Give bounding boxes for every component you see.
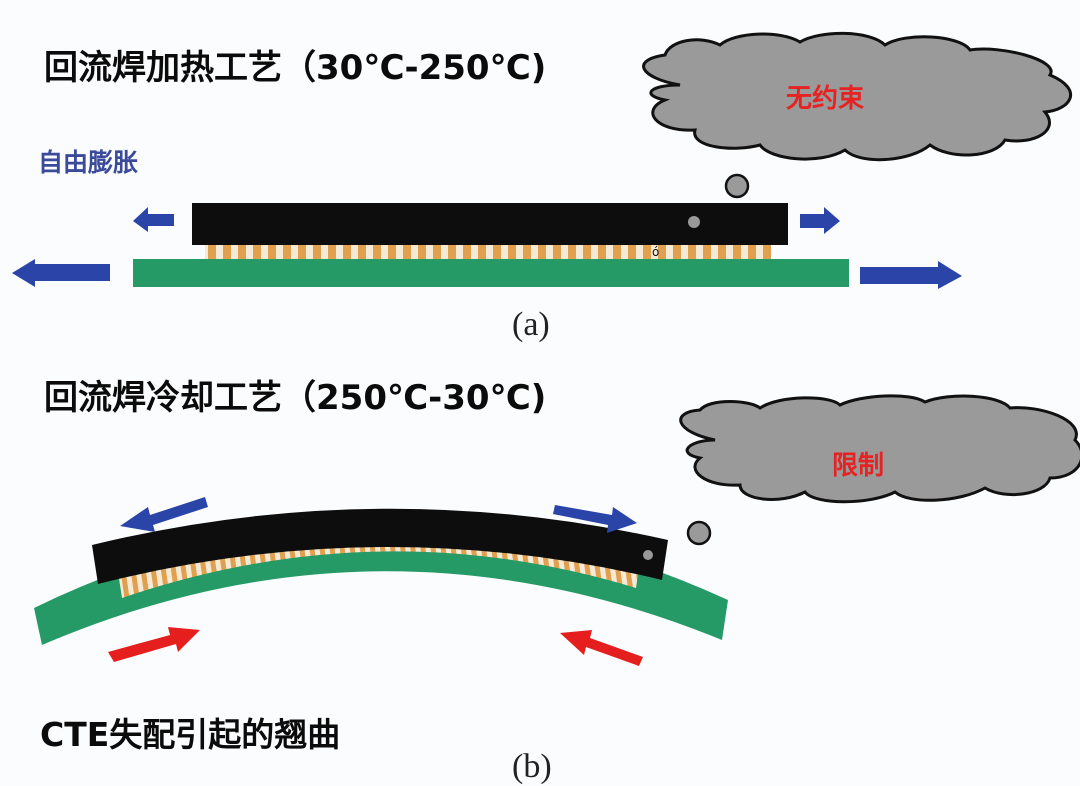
cloud-shape-a	[642, 31, 1073, 162]
substrate-a	[133, 259, 849, 287]
void-mark-a: ó	[652, 245, 659, 259]
solder-bump	[673, 245, 681, 259]
solder-bump	[583, 245, 591, 259]
arrow-compress-right-b	[560, 630, 643, 666]
solder-bump	[478, 245, 486, 259]
arrow-left-large-a	[12, 259, 110, 287]
solder-bump	[658, 245, 666, 259]
solder-bump	[448, 245, 456, 259]
solder-bump	[358, 245, 366, 259]
arrow-compress-left-b	[108, 627, 200, 662]
solder-bump	[238, 245, 246, 259]
cooling-process-title: 回流焊冷却工艺（250℃-30℃)	[44, 378, 547, 418]
solder-bump	[748, 245, 756, 259]
thought-cloud-a	[642, 31, 1073, 199]
solder-bump	[298, 245, 306, 259]
solder-bump	[643, 245, 651, 259]
solder-bump	[553, 245, 561, 259]
solder-bump	[493, 245, 501, 259]
arrow-right-large-a	[860, 261, 962, 289]
arrow-expand-right-b	[553, 505, 637, 533]
arrow-right-small-a	[800, 207, 840, 234]
solder-bump	[613, 245, 621, 259]
free-expansion-label: 自由膨胀	[38, 148, 139, 177]
solder-bump	[463, 245, 471, 259]
solder-bump	[628, 245, 636, 259]
solder-bump	[253, 245, 261, 259]
arrow-left-small-a	[133, 207, 174, 232]
cte-mismatch-title: CTE失配引起的翘曲	[40, 715, 341, 754]
cloud-shape-b	[679, 394, 1080, 504]
caption-b: (b)	[512, 748, 552, 785]
thought-cloud-b	[679, 394, 1080, 546]
solder-bump	[433, 245, 441, 259]
solder-bump	[418, 245, 426, 259]
chip-b-marker	[643, 550, 653, 560]
solder-bump	[223, 245, 231, 259]
solder-bump	[568, 245, 576, 259]
solder-bump	[508, 245, 516, 259]
solder-bump	[763, 245, 771, 259]
solder-bump	[313, 245, 321, 259]
solder-bump	[733, 245, 741, 259]
chip-b	[92, 508, 668, 584]
solder-bump	[523, 245, 531, 259]
cloud-b-label: 限制	[832, 451, 885, 481]
thought-bubble-b	[686, 520, 712, 546]
solder-bump	[598, 245, 606, 259]
chip-a-marker	[688, 216, 700, 228]
heating-process-title: 回流焊加热工艺（30℃-250℃)	[44, 48, 547, 88]
cloud-a-label: 无约束	[786, 84, 865, 114]
solder-bump	[403, 245, 411, 259]
solder-bump	[703, 245, 711, 259]
arrow-expand-left-b	[120, 497, 208, 532]
caption-a: (a)	[512, 306, 550, 343]
solder-bumps-a	[205, 245, 771, 259]
solder-bump	[208, 245, 216, 259]
solder-bump	[538, 245, 546, 259]
solder-bump	[328, 245, 336, 259]
solder-bump	[268, 245, 276, 259]
solder-bump	[388, 245, 396, 259]
solder-bump	[283, 245, 291, 259]
thought-bubble-a	[724, 173, 750, 199]
solder-bump	[343, 245, 351, 259]
solder-bump	[688, 245, 696, 259]
solder-bump	[373, 245, 381, 259]
solder-bump	[718, 245, 726, 259]
